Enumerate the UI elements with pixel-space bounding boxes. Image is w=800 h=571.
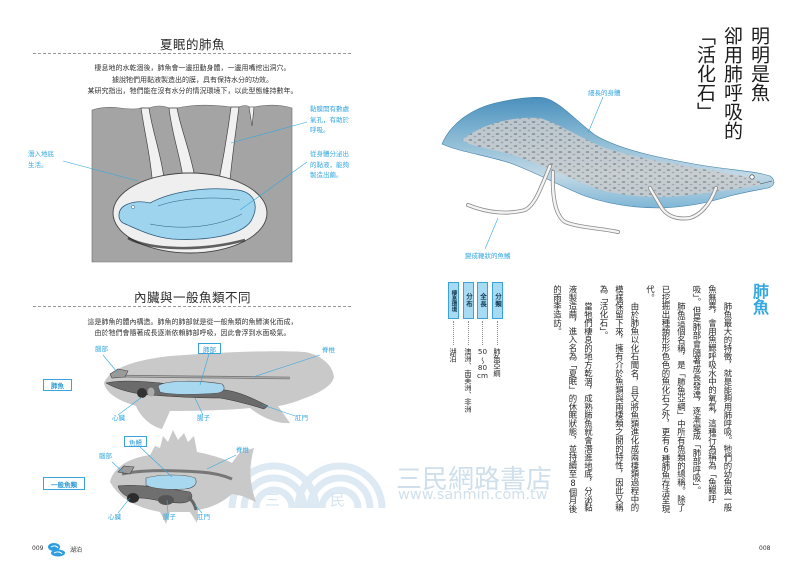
ordinary-fish-tag: 一般魚類 — [43, 477, 85, 490]
fact-value-part: 50 — [477, 347, 488, 356]
label-swim-bladder: 魚鰾 — [124, 436, 147, 447]
article-body: 肺魚最大的特徵，就是能夠用肺呼吸。牠們的幼魚與一般 魚無異，會用魚鰓呼吸水中的氧… — [549, 285, 735, 513]
text-column: 模樣保留下來，擁有介於魚類與兩棲類之間的特性，因此又稱 — [614, 285, 625, 512]
chapter-name: 湖泊 — [70, 547, 83, 554]
page-number-left: 009 — [32, 545, 44, 552]
headline-line: 明明是魚 — [748, 26, 770, 102]
wave-icon — [48, 543, 65, 557]
label-line: 呼吸。 — [310, 126, 330, 134]
fact-value-part: ～ — [478, 356, 488, 364]
text-column: 為「活化石」。 — [599, 285, 609, 340]
fact-value: 50 ～ 80 cm — [477, 347, 488, 381]
text-column: 已挖掘出種類形形色色的魚化石之外，更有6種肺魚存活至現 — [661, 285, 671, 514]
text-column: 的雨季造訪。 — [552, 285, 563, 336]
intro-line: 棲息地的水乾涸後，肺魚會一邊扭動身體，一邊用嘴挖出洞穴。 — [94, 64, 291, 72]
label-slender-body: 細長的身體 — [588, 89, 621, 97]
article-title: 肺魚 — [750, 283, 769, 315]
label-line: 黏膜開有數處 — [310, 105, 349, 113]
fact-value: 肺魚亞綱 — [493, 348, 502, 377]
label-line: 潛入地底 — [28, 150, 54, 158]
fact-value-part: cm — [477, 371, 488, 381]
text-column: 肺魚最大的特徵，就是能夠用肺呼吸。牠們的幼魚與一般 — [723, 301, 733, 512]
label-spine: 脊椎 — [322, 346, 335, 354]
label-lung: 肺部 — [198, 343, 221, 354]
headline-line: 卻用肺呼吸的 — [721, 26, 743, 140]
label-underground: 潛入地底 生活。 — [28, 149, 54, 170]
section-title-anatomy: 內臟與一般魚類不同 — [133, 290, 251, 305]
label-line: 從身體分泌出 — [310, 150, 349, 158]
lungfish-tag: 肺魚 — [43, 379, 72, 391]
intro-line: 這是肺魚的體內構造。肺魚的肺部就是從一般魚類的魚鰾演化而成， — [87, 318, 298, 326]
fact-leader-dots — [468, 321, 469, 345]
fact-leader-dots — [453, 321, 454, 345]
page-headline: 明明是魚 卻用肺呼吸的 「活化石」 — [688, 26, 772, 166]
fact-length: 全長 50 ～ 80 cm — [477, 282, 488, 381]
label-line: 的黏液，能夠 — [310, 160, 349, 169]
fact-label: 全長 — [477, 282, 488, 319]
page-number-right: 008 — [759, 545, 771, 552]
label-brain: 腦部 — [95, 345, 108, 353]
burrow-label-lines — [62, 121, 308, 211]
fact-distribution: 分布 澳洲、南美洲、非洲 — [463, 282, 474, 413]
label-heart: 心臟 — [108, 513, 121, 521]
whip-like-fins — [466, 164, 718, 234]
text-column: 代。 — [645, 285, 656, 302]
label-line: 生活。 — [28, 160, 48, 169]
section-title-aestivation: 夏眠的肺魚 — [159, 37, 225, 52]
label-spine: 脊椎 — [236, 446, 249, 454]
fact-leader-dots — [482, 321, 483, 345]
text-column: 魚無異，會用魚鰓呼吸水中的氧氣，這種行為稱為「魚鰓呼 — [707, 285, 718, 504]
text-column: 肺魚這個名稱，是「肺魚亞綱」中所有魚類的總稱。除了 — [676, 301, 687, 512]
text-column: 液製造繭，進入名為「夏眠」的休眠狀態，並持續至8個月後 — [568, 285, 578, 514]
label-cocoon: 從身體分泌出 的黏液，能夠 製造出繭。 — [310, 149, 349, 181]
label-intestine: 腸子 — [163, 513, 176, 521]
watermark-mark-1: 三 — [265, 491, 281, 509]
lungfish-label-lines — [102, 353, 321, 417]
intro-line: 某研究指出，牠們能在沒有水分的情況環境下，以此型態維持數年。 — [87, 87, 298, 95]
fact-label: 分布 — [463, 282, 474, 319]
curled-lungfish — [118, 188, 256, 240]
ordinary-fish-label-lines — [111, 446, 237, 514]
label-mucus-holes: 黏膜開有數處 氣孔，有助於 呼吸。 — [310, 104, 349, 136]
fact-label: 棲息環境 — [448, 282, 459, 319]
intro-line: 由於牠們會隨著成長逐漸依賴肺部呼吸，因此會浮到水面吸氣。 — [94, 328, 291, 337]
watermark-mark-2: 民 — [330, 491, 346, 509]
text-column: 由於肺魚以化石聞名，且又將魚類進化成兩棲類過程中的 — [630, 301, 640, 512]
anatomy-intro: 這是肺魚的體內構造。肺魚的肺部就是從一般魚類的魚鰾演化而成， 由於牠們會隨著成長… — [0, 317, 385, 338]
burrow-illustration — [62, 104, 308, 263]
label-anus: 肛門 — [197, 513, 210, 521]
aestivation-intro: 棲息地的水乾涸後，肺魚會一邊扭動身體，一邊用嘴挖出洞穴。 據說牠們用黏液製造出的… — [0, 63, 385, 98]
fact-label: 分類 — [492, 282, 503, 319]
text-column: 吸」。但是肺部會隨著成長發達，逐漸變成「肺部呼吸」。 — [692, 285, 702, 495]
watermark-brand: 三民網路書店 — [396, 465, 553, 495]
label-line: 氣孔，有助於 — [310, 115, 349, 124]
fish-eye — [749, 174, 755, 180]
fact-value: 澳洲、南美洲、非洲 — [464, 348, 473, 413]
label-anus: 肛門 — [295, 414, 308, 422]
label-line: 製造出繭。 — [310, 171, 343, 179]
fact-value: 湖泊 — [449, 348, 458, 363]
fact-classification: 分類 肺魚亞綱 — [492, 282, 503, 377]
text-column: 當牠們棲息的地方乾涸，成熟肺魚就會潛進地底，分泌黏 — [583, 301, 594, 512]
label-intestine: 腸子 — [197, 414, 210, 422]
label-heart: 心臟 — [112, 414, 125, 422]
intro-line: 據說牠們用黏液製造出的膜，具有保持水分的功效。 — [112, 75, 273, 84]
fish-label-lines — [484, 96, 604, 250]
label-brain: 腦部 — [99, 452, 112, 460]
fact-habitat: 棲息環境 湖泊 — [448, 282, 459, 362]
watermark-url: www.sanmin.com.tw — [398, 487, 548, 503]
section-divider — [33, 53, 351, 54]
watermark-logo-arcs — [228, 462, 386, 509]
fact-leader-dots — [497, 321, 498, 345]
fact-value-part: 80 — [477, 362, 488, 372]
headline-line: 「活化石」 — [694, 26, 716, 121]
section-divider — [33, 306, 351, 307]
label-whip-fins: 變成鞭狀的魚鰭 — [465, 252, 511, 260]
